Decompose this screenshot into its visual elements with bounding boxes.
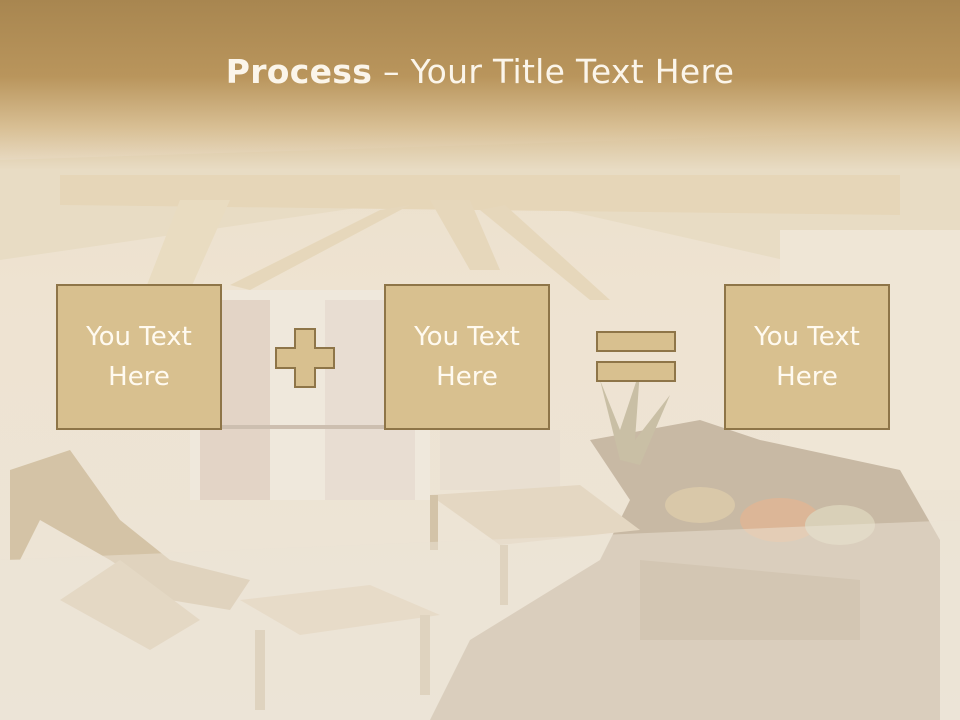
title-text: Your Title Text Here xyxy=(410,52,735,91)
text-box-1[interactable]: You Text Here xyxy=(56,284,222,430)
title-dash: – xyxy=(372,52,411,91)
text-box-3[interactable]: You Text Here xyxy=(724,284,890,430)
slide-title: Process – Your Title Text Here xyxy=(0,52,960,91)
title-bold: Process xyxy=(225,52,373,91)
equals-icon xyxy=(596,331,676,382)
plus-icon xyxy=(275,328,335,388)
text-box-2[interactable]: You Text Here xyxy=(384,284,550,430)
title-band xyxy=(0,0,960,170)
